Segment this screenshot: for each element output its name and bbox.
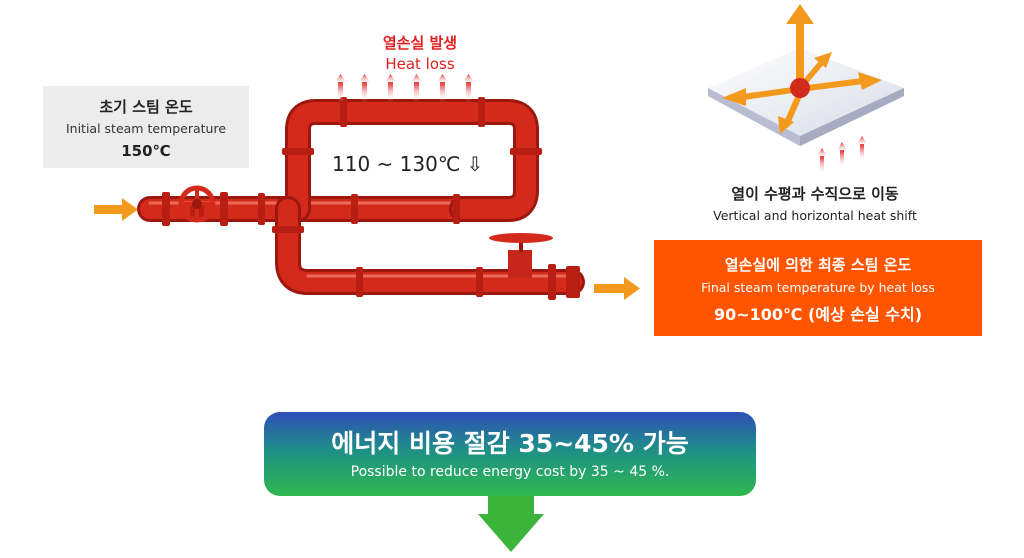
heat-loss-title-ko: 열손실 발생 xyxy=(382,34,458,52)
down-arrow-icon xyxy=(478,494,544,552)
mid-temperature-label: 110 ~ 130℃ ⇩ xyxy=(332,152,484,176)
heat-shift-title-ko: 열이 수평과 수직으로 이동 xyxy=(731,185,899,203)
savings-title-en: Possible to reduce energy cost by 35 ~ 4… xyxy=(350,464,670,480)
heat-loss-title-en: Heat loss xyxy=(385,55,455,73)
pipe-flanges xyxy=(162,97,580,300)
final-title-ko: 열손실에 의한 최종 스팀 온도 xyxy=(724,256,912,274)
final-temperature-box: 열손실에 의한 최종 스팀 온도 Final steam temperature… xyxy=(654,240,982,336)
heat-shift-plate-icon xyxy=(708,4,904,174)
final-value: 90~100℃ (예상 손실 수치) xyxy=(713,305,923,324)
heat-shift-title-en: Vertical and horizontal heat shift xyxy=(713,208,917,223)
gate-valve-icon xyxy=(489,233,553,278)
heat-loss-label: 열손실 발생 Heat loss xyxy=(320,32,520,73)
inlet-arrow-icon xyxy=(94,198,138,221)
initial-title-en: Initial steam temperature xyxy=(65,121,227,136)
valve-wheel-icon xyxy=(178,185,216,223)
initial-title-ko: 초기 스팀 온도 xyxy=(99,98,193,116)
heat-loss-arrows-icon xyxy=(334,74,475,102)
savings-title-ko: 에너지 비용 절감 35~45% 가능 xyxy=(331,429,689,458)
heat-shift-label: 열이 수평과 수직으로 이동 Vertical and horizontal h… xyxy=(680,183,950,223)
initial-temperature-box: 초기 스팀 온도 Initial steam temperature 150℃ xyxy=(43,86,249,168)
energy-savings-banner: 에너지 비용 절감 35~45% 가능 Possible to reduce e… xyxy=(264,412,756,496)
outlet-arrow-icon xyxy=(594,277,640,300)
final-title-en: Final steam temperature by heat loss xyxy=(701,280,935,295)
initial-value: 150℃ xyxy=(121,142,171,160)
